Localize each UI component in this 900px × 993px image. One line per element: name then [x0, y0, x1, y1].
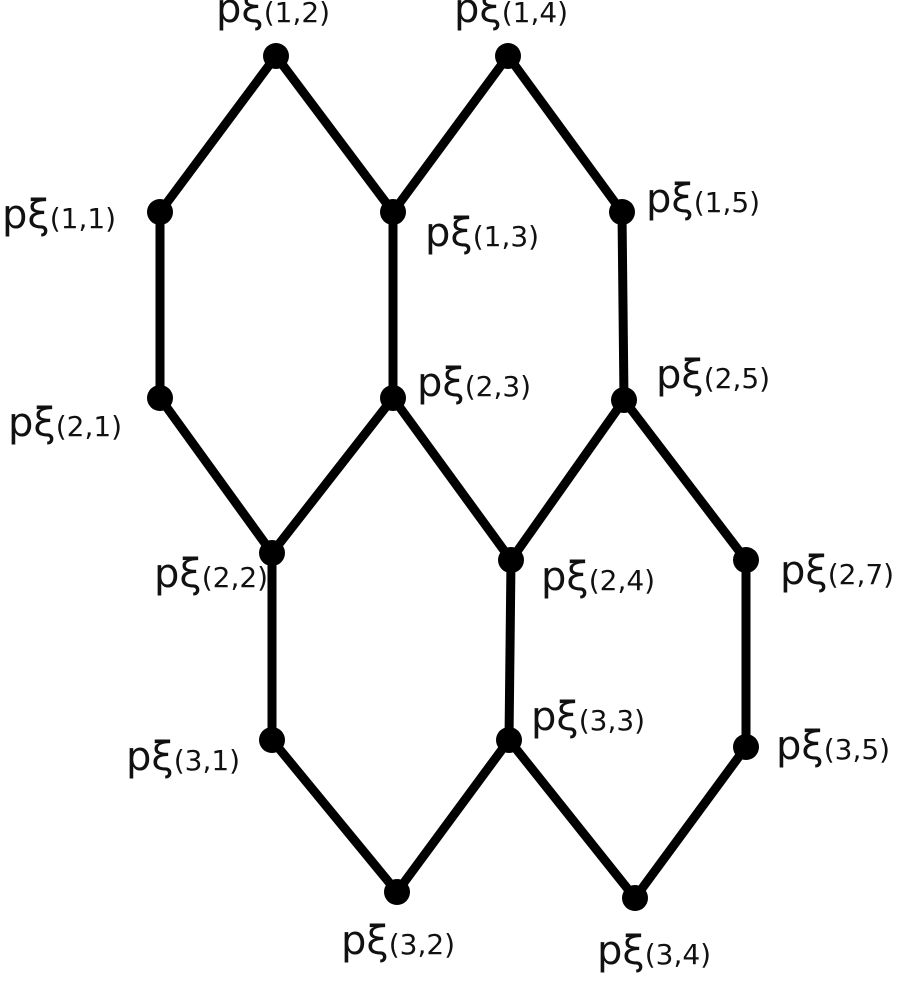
edge-3-2-to-3-3	[392, 735, 514, 897]
node-label-3-3: pξ(3,3)	[531, 694, 645, 740]
node-label-1-3: pξ(1,3)	[425, 210, 539, 256]
edge-3-4-to-3-5	[630, 742, 751, 903]
node-3-4	[622, 885, 648, 911]
edge-1-3-to-1-4	[388, 51, 513, 217]
node-label-1-5: pξ(1,5)	[646, 176, 760, 222]
node-label-3-4: pξ(3,4)	[597, 928, 711, 974]
edge-2-1-to-2-2	[155, 393, 277, 558]
node-label-2-2: pξ(2,2)	[154, 551, 268, 597]
edge-1-2-to-1-3	[271, 51, 398, 217]
edge-2-4-to-2-5	[506, 395, 629, 565]
node-label-1-2: pξ(1,2)	[216, 0, 330, 32]
node-3-5	[733, 734, 759, 760]
node-label-3-2: pξ(3,2)	[341, 918, 455, 964]
node-2-2	[259, 540, 285, 566]
edge-1-1-to-1-2	[155, 51, 281, 217]
node-label-3-5: pξ(3,5)	[776, 723, 890, 769]
node-2-3	[380, 385, 406, 411]
node-label-1-1: pξ(1,1)	[2, 192, 116, 238]
node-1-1	[147, 199, 173, 225]
node-1-5	[609, 199, 635, 225]
node-1-4	[495, 43, 521, 69]
node-3-3	[496, 727, 522, 753]
node-1-2	[263, 43, 289, 69]
edge-group	[155, 51, 751, 903]
node-1-3	[380, 199, 406, 225]
edge-3-3-to-3-4	[504, 735, 640, 903]
edge-1-4-to-1-5	[503, 51, 627, 217]
node-label-1-4: pξ(1,4)	[454, 0, 568, 32]
edge-1-5-to-2-5	[617, 207, 629, 405]
label-group: pξ(1,1) pξ(1,2) pξ(1,3) pξ(1,4) pξ(1,5) pξ(2,…	[2, 0, 894, 974]
edge-3-1-to-3-2	[267, 735, 402, 897]
node-2-1	[147, 385, 173, 411]
edge-2-4-to-3-3	[504, 555, 516, 745]
edge-2-5-to-2-7	[619, 395, 751, 565]
edge-2-2-to-2-3	[267, 393, 398, 558]
node-3-2	[384, 879, 410, 905]
node-2-4	[498, 547, 524, 573]
node-label-2-5: pξ(2,5)	[656, 352, 770, 398]
node-group	[147, 43, 759, 911]
node-2-5	[611, 387, 637, 413]
node-label-2-7: pξ(2,7)	[780, 548, 894, 594]
node-3-1	[259, 727, 285, 753]
node-2-7	[733, 547, 759, 573]
node-label-3-1: pξ(3,1)	[126, 734, 240, 780]
edge-2-3-to-2-4	[388, 393, 516, 565]
node-label-2-4: pξ(2,4)	[541, 554, 655, 600]
node-label-2-1: pξ(2,1)	[8, 400, 122, 446]
node-label-2-3: pξ(2,3)	[417, 360, 531, 406]
